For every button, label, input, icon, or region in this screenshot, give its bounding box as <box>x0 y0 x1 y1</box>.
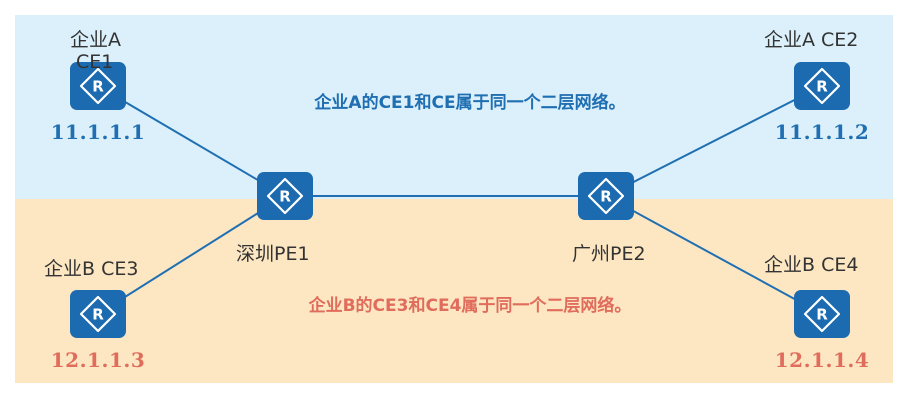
ce2-ip: 11.1.1.2 <box>774 120 870 144</box>
svg-text:R: R <box>600 188 612 206</box>
ce3-ip: 12.1.1.3 <box>50 348 146 372</box>
link-pe2-ce2 <box>605 85 823 197</box>
pe1-label: 深圳PE1 <box>236 243 310 265</box>
router-icon: R <box>257 172 313 220</box>
router-icon: R <box>70 290 126 338</box>
pe2-label: 广州PE2 <box>572 243 646 265</box>
zone-b-note: 企业B的CE3和CE4属于同一个二层网络。 <box>308 296 632 316</box>
ce1-label-line2: CE1 <box>76 51 114 73</box>
svg-text:R: R <box>279 188 291 206</box>
ce1-label-line1: 企业A <box>70 29 121 51</box>
router-icon: R <box>794 290 850 338</box>
zone-enterprise-b <box>15 199 893 383</box>
router-icon: R <box>70 62 126 110</box>
ce2-label: 企业A CE2 <box>764 29 859 51</box>
ce3-label: 企业B CE3 <box>44 258 139 280</box>
router-icon: R <box>794 62 850 110</box>
links <box>97 85 823 315</box>
link-ce1-pe1 <box>97 85 286 197</box>
zone-enterprise-a <box>15 15 893 199</box>
svg-text:R: R <box>92 78 104 96</box>
svg-text:R: R <box>816 78 828 96</box>
router-icon: R <box>578 172 634 220</box>
ce1-ip: 11.1.1.1 <box>50 120 146 144</box>
zone-a-note: 企业A的CE1和CE属于同一个二层网络。 <box>314 93 626 113</box>
ce4-label: 企业B CE4 <box>764 254 859 276</box>
ce4-ip: 12.1.1.4 <box>774 348 870 372</box>
routers: R R R R R R <box>70 62 850 338</box>
svg-text:R: R <box>816 306 828 324</box>
svg-text:R: R <box>92 306 104 324</box>
link-pe2-ce4 <box>605 195 823 315</box>
link-ce3-pe1 <box>97 195 286 315</box>
